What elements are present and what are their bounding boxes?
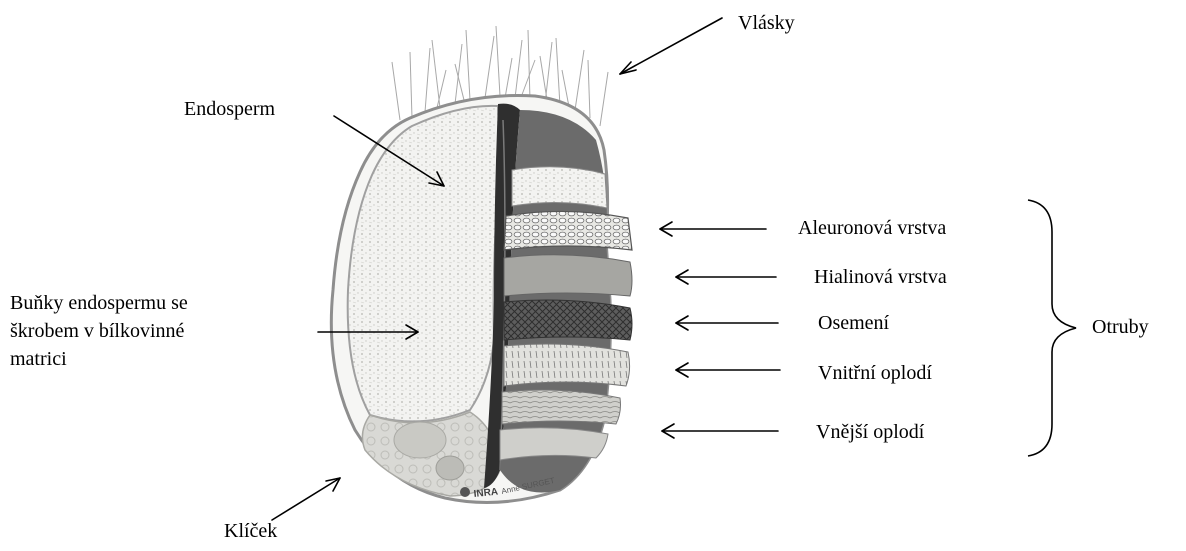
layer-hyaline xyxy=(504,255,632,296)
otruby-brace xyxy=(1028,200,1076,456)
label-aleuronova: Aleuronová vrstva xyxy=(798,215,946,241)
label-endosperm: Endosperm xyxy=(184,96,275,122)
arrowhead-vlasky xyxy=(620,62,636,74)
layer-endosperm-top xyxy=(512,167,607,208)
label-osemeni: Osemení xyxy=(818,310,889,336)
label-otruby: Otruby xyxy=(1092,314,1149,340)
layer-outer-pericarp xyxy=(500,428,608,460)
germ-axis xyxy=(436,456,464,480)
label-hialinova: Hialinová vrstva xyxy=(814,264,947,290)
label-vlasky: Vlásky xyxy=(738,10,795,36)
layer-aleurone xyxy=(504,211,632,250)
layer-seedcoat xyxy=(504,300,632,340)
label-bunky-line1: Buňky endospermu se xyxy=(10,290,188,316)
label-vnejsi: Vnější oplodí xyxy=(816,419,924,445)
germ-scutellum xyxy=(394,422,446,458)
layer-inner-pericarp xyxy=(504,344,630,386)
label-bunky-line2: škrobem v bílkovinné xyxy=(10,318,184,344)
arrow-klicek-group xyxy=(272,484,338,520)
label-vnitrni: Vnitřní oplodí xyxy=(818,360,932,386)
layer-tube-cells xyxy=(502,390,621,424)
label-klicek: Klíček xyxy=(224,518,277,544)
label-bunky-line3: matrici xyxy=(10,346,67,372)
inra-logo-mark xyxy=(460,487,470,497)
arrow-vlasky xyxy=(620,18,722,74)
